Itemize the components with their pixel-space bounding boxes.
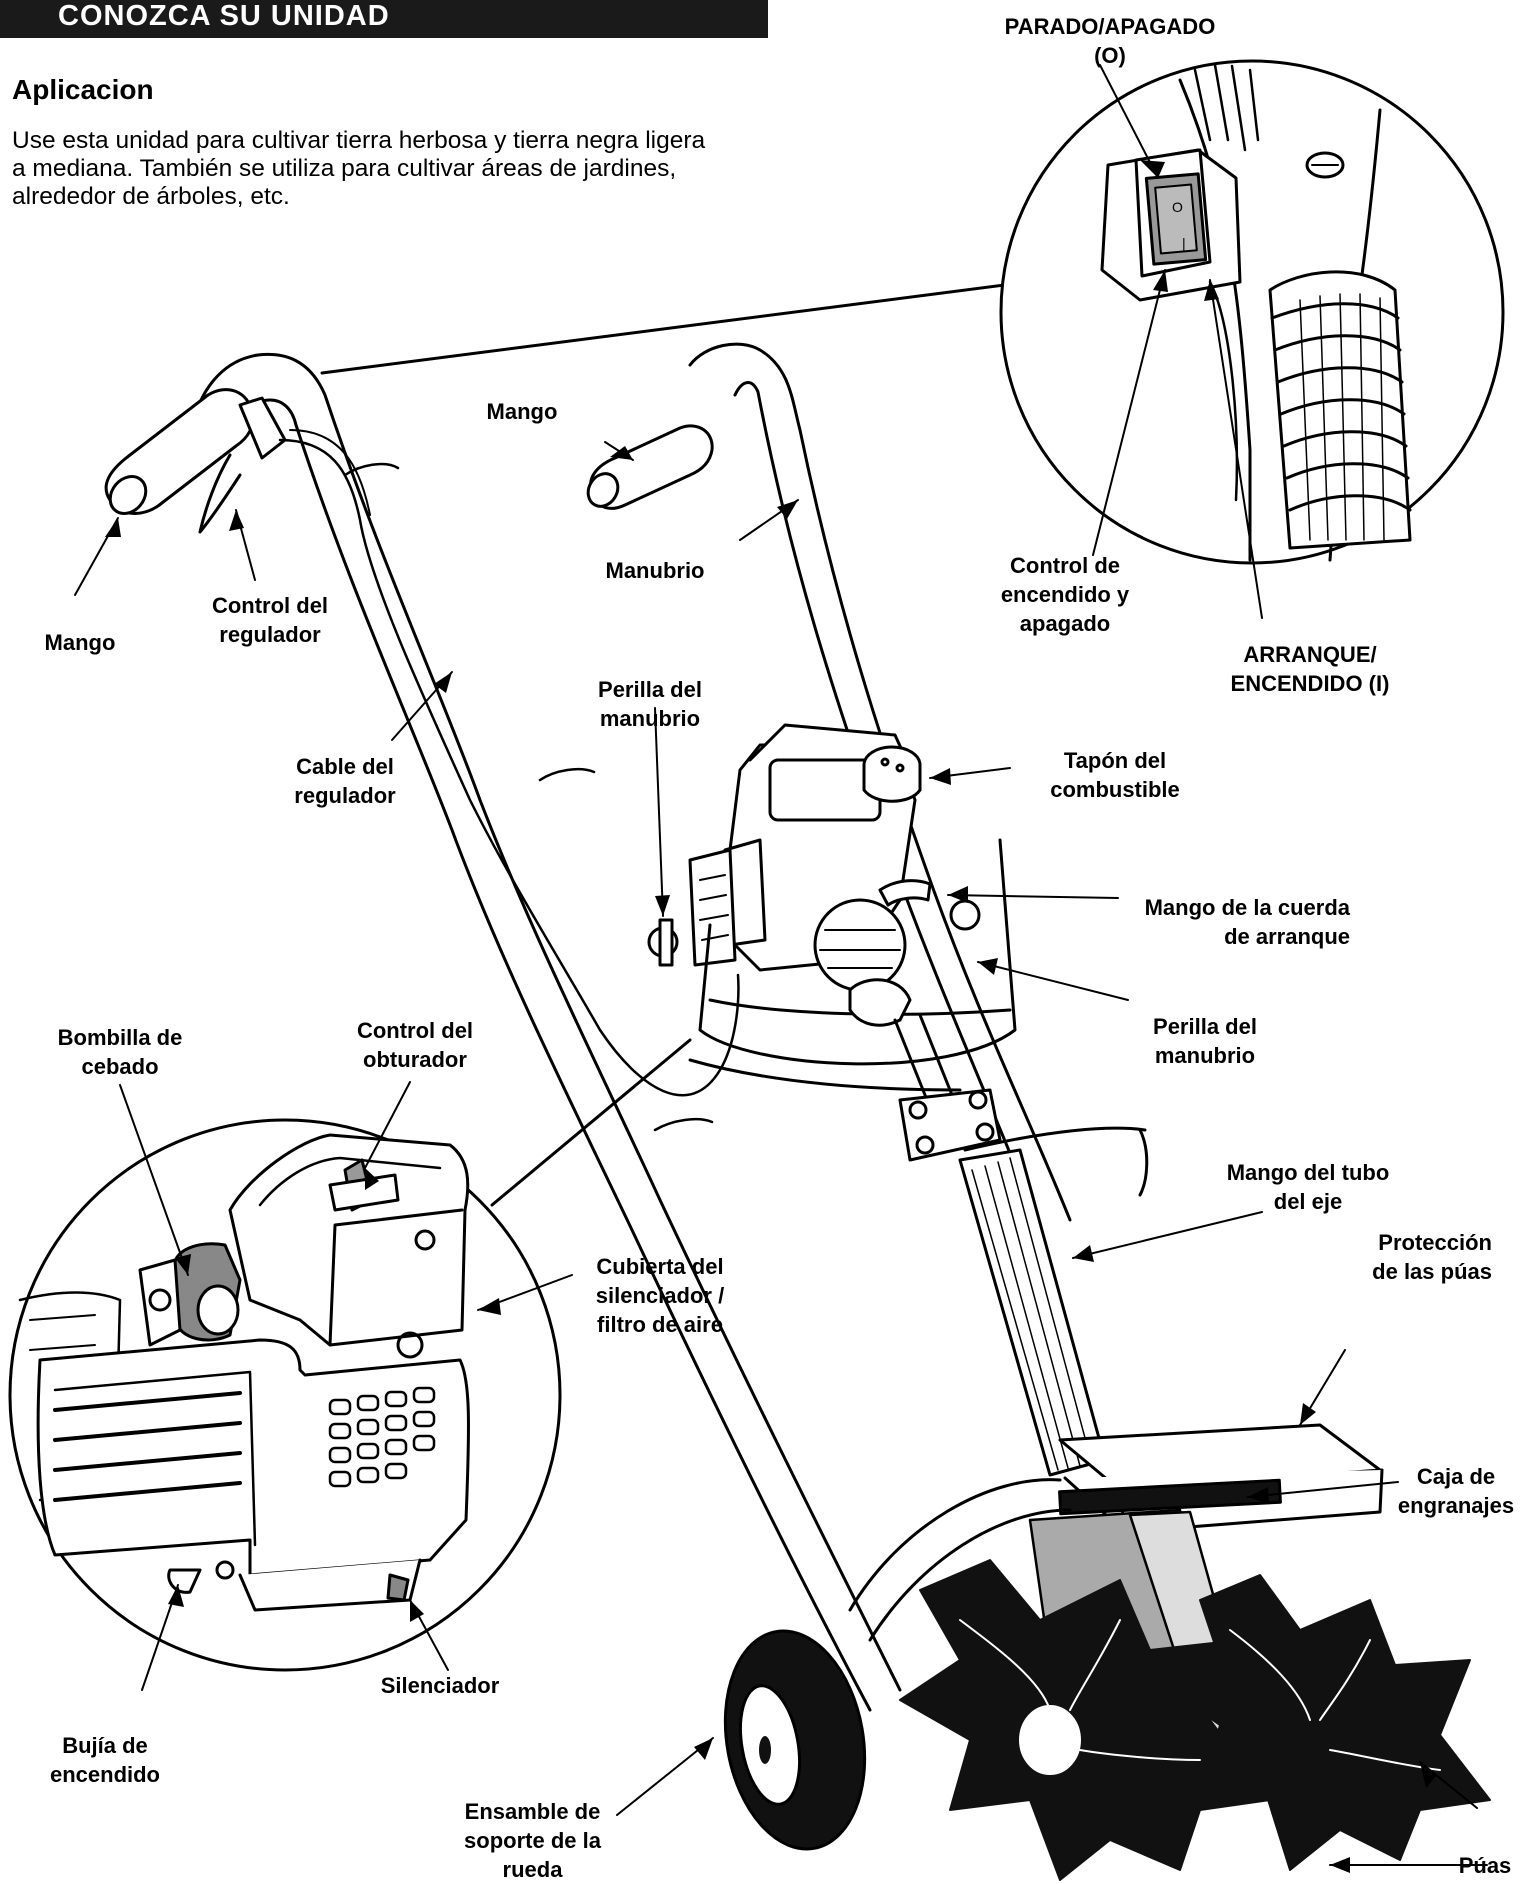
- starter-pulley: [813, 898, 907, 992]
- header-bar: CONOZCA SU UNIDAD: [0, 0, 768, 38]
- label-perilla-manubrio-right: Perilla del manubrio: [1153, 1014, 1257, 1068]
- shaft-tube-handle: [958, 1148, 1107, 1477]
- switch-detail-circle: O |: [999, 59, 1505, 565]
- label-mango-tubo-eje: Mango del tubo del eje: [1226, 1160, 1390, 1214]
- label-mango-cuerda: Mango de la cuerda de arranque: [1144, 895, 1350, 949]
- section-title: Aplicacion: [12, 74, 154, 105]
- engine: [647, 723, 981, 1027]
- label-mango-left: Mango: [44, 630, 116, 655]
- label-ensamble-soporte: Ensamble de soporte de la rueda: [464, 1799, 601, 1882]
- arrowheads: [105, 160, 1436, 1873]
- engine-detail-circle: [8, 1118, 562, 1672]
- label-caja-engranajes: Caja de engranajes: [1397, 1464, 1515, 1518]
- label-control-encendido: Control de encendido y apagado: [1000, 553, 1130, 636]
- throttle-trigger: [198, 453, 242, 534]
- label-bujia-encendido: Bujía de encendido: [49, 1733, 160, 1787]
- zoom-connector-top: [320, 281, 1022, 375]
- muffler: [238, 1558, 422, 1612]
- label-parado-apagado: PARADO/APAGADO (O): [1004, 14, 1216, 68]
- label-proteccion-puas: Protección de las púas: [1372, 1230, 1492, 1284]
- screw: [1305, 151, 1345, 179]
- header-title: CONOZCA SU UNIDAD: [58, 0, 390, 32]
- label-tapon-combustible: Tapón del combustible: [1050, 748, 1180, 802]
- label-cubierta-silenciador: Cubierta del silenciador / filtro de air…: [595, 1254, 725, 1337]
- switch-on-mark: |: [1182, 235, 1186, 251]
- label-control-obturador: Control del obturador: [356, 1018, 474, 1072]
- label-perilla-manubrio-top: Perilla del manubrio: [598, 677, 702, 731]
- engine-tank: [228, 1133, 470, 1347]
- starter-handle: [878, 879, 932, 907]
- zoom-connector-bottom: [490, 1038, 692, 1207]
- knurled-grip: [1268, 270, 1412, 550]
- switch-off-mark: O: [1172, 199, 1183, 215]
- label-mango-center: Mango: [486, 399, 558, 424]
- throttle-cable: [278, 438, 740, 1097]
- tines-left: [899, 1559, 1271, 1881]
- left-handlebar: [193, 352, 902, 1692]
- tiller-body: [104, 342, 1491, 1881]
- label-arranque-encendido: ARRANQUE/ ENCENDIDO (I): [1230, 642, 1390, 696]
- cover-vents: [328, 1386, 436, 1488]
- label-cable-regulador: Cable del regulador: [294, 754, 396, 808]
- label-control-regulador: Control del regulador: [211, 593, 329, 647]
- center-grip: [589, 424, 714, 510]
- label-puas: Púas: [1458, 1853, 1512, 1878]
- label-silenciador: Silenciador: [380, 1673, 500, 1698]
- label-bombilla-cebado: Bombilla de cebado: [57, 1025, 183, 1079]
- section-body: Use esta unidad para cultivar tierra her…: [12, 127, 706, 210]
- label-manubrio: Manubrio: [605, 558, 705, 583]
- tines-right: [1169, 1574, 1491, 1871]
- right-handlebar: [688, 342, 1072, 1222]
